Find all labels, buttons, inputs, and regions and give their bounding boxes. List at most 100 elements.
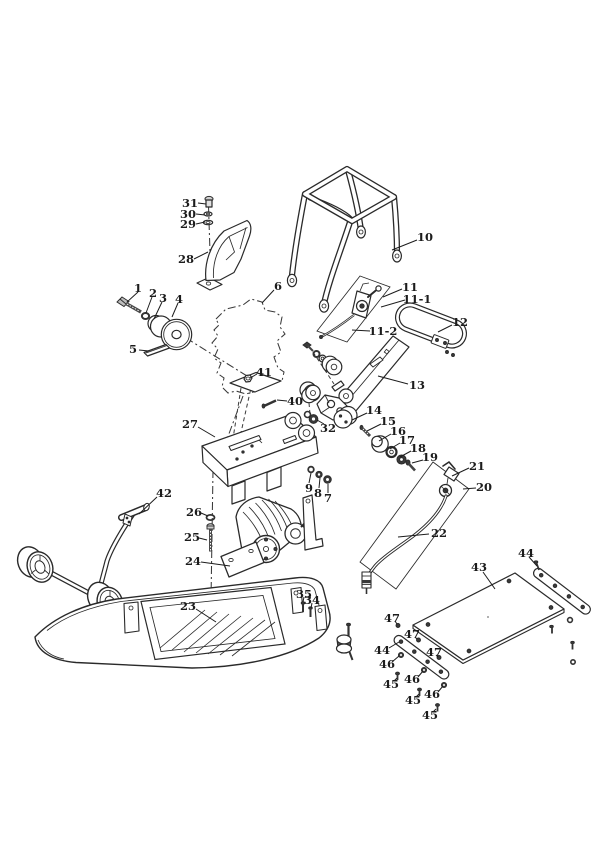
part-number-47: 47 xyxy=(404,627,420,641)
cotter-pin-40 xyxy=(261,399,277,409)
bolt-34 xyxy=(308,606,313,617)
callout-leader-3 xyxy=(153,301,163,320)
shaft-key-5 xyxy=(143,343,171,357)
part-number-40: 40 xyxy=(287,394,303,408)
bushing-16 xyxy=(371,435,389,453)
part-number-23: 23 xyxy=(180,599,196,613)
callout-leader-47 xyxy=(394,620,398,625)
callout-leader-9 xyxy=(308,472,312,484)
throttle-cable-22 xyxy=(361,494,448,594)
part-number-7: 7 xyxy=(324,491,332,505)
part-number-21: 21 xyxy=(469,459,485,473)
part-number-6: 6 xyxy=(274,279,282,293)
part-number-11: 11 xyxy=(402,280,418,294)
part-number-41: 41 xyxy=(256,365,272,379)
part-number-18: 18 xyxy=(410,441,426,455)
part-number-46: 46 xyxy=(424,687,440,701)
throttle-assembly-11 xyxy=(316,275,391,343)
callout-leader-45 xyxy=(432,708,437,713)
callout-leader-28 xyxy=(193,251,209,260)
callout-leader-29 xyxy=(195,221,206,225)
handle-frame-10 xyxy=(286,165,403,313)
washer-8 xyxy=(315,470,323,479)
callout-leader-46 xyxy=(391,655,400,663)
washer-2 xyxy=(140,312,151,320)
part-number-30: 30 xyxy=(180,207,196,221)
callout-leader-14 xyxy=(351,412,368,421)
part-number-11-1: 11-1 xyxy=(403,292,432,306)
callout-leader-2 xyxy=(145,296,153,314)
callout-leader-42 xyxy=(138,496,158,515)
loop-handle-12 xyxy=(394,302,468,357)
part-number-28: 28 xyxy=(178,252,194,266)
callout-leader-17 xyxy=(389,442,401,450)
engine-mount-plate-27 xyxy=(201,384,321,505)
callout-leader-32 xyxy=(316,419,325,425)
callout-leader-25 xyxy=(198,537,208,541)
part-number-12: 12 xyxy=(452,315,468,329)
part-number-26: 26 xyxy=(186,505,202,519)
part-number-22: 22 xyxy=(431,526,447,540)
callout-leader-19 xyxy=(411,459,424,464)
callout-leader-16 xyxy=(378,433,392,442)
part-number-45: 45 xyxy=(422,708,438,722)
callout-leader-34 xyxy=(310,602,313,609)
vibrator-exciter-24 xyxy=(220,494,324,578)
part-number-44: 44 xyxy=(518,546,534,560)
part-number-8: 8 xyxy=(314,486,322,500)
callout-leader-30 xyxy=(195,213,206,216)
washer-17 xyxy=(385,445,398,459)
part-number-16: 16 xyxy=(390,424,406,438)
callout-leader-23 xyxy=(195,608,217,623)
callout-leader-8 xyxy=(318,477,321,489)
bolt-45-b xyxy=(417,687,422,696)
callout-leader-24 xyxy=(200,561,231,567)
base-plate-23 xyxy=(34,576,354,669)
part-number-24: 24 xyxy=(185,554,201,568)
part-number-46: 46 xyxy=(379,657,395,671)
part-number-43: 43 xyxy=(471,560,487,574)
callout-leader-10 xyxy=(391,239,418,251)
part-number-10: 10 xyxy=(417,230,433,244)
nut-7 xyxy=(323,475,332,484)
part-number-25: 25 xyxy=(184,530,200,544)
part-number-1: 1 xyxy=(134,281,142,295)
nut-41 xyxy=(243,374,253,383)
belt-guard-bracket-28 xyxy=(196,219,252,291)
part-number-47: 47 xyxy=(426,645,442,659)
callout-leader-15 xyxy=(366,423,382,432)
callout-leader-11 xyxy=(382,288,403,298)
part-number-45: 45 xyxy=(405,693,421,707)
part-number-20: 20 xyxy=(476,480,492,494)
callout-leader-20 xyxy=(462,487,477,490)
callout-leader-18 xyxy=(399,450,412,458)
part-number-27: 27 xyxy=(182,417,198,431)
part-number-19: 19 xyxy=(422,450,438,464)
clamp-strip-44-right xyxy=(532,567,591,615)
washer-26 xyxy=(205,514,216,522)
callout-leader-26 xyxy=(200,512,209,517)
callout-leader-11-2 xyxy=(351,329,371,332)
part-number-9: 9 xyxy=(305,481,313,495)
callout-leader-27 xyxy=(197,426,216,438)
part-number-11-2: 11-2 xyxy=(369,324,398,338)
part-number-13: 13 xyxy=(409,378,425,392)
callout-leader-45 xyxy=(393,677,398,682)
callout-leader-47 xyxy=(414,636,418,640)
part-number-5: 5 xyxy=(129,342,137,356)
part-number-44: 44 xyxy=(374,643,390,657)
shock-mount xyxy=(335,622,354,661)
callout-leader-21 xyxy=(451,467,470,477)
part-number-47: 47 xyxy=(384,611,400,625)
part-number-45: 45 xyxy=(383,677,399,691)
callout-leader-45 xyxy=(415,693,420,698)
plate-surface-marks xyxy=(235,439,263,461)
frame-feet xyxy=(286,225,403,313)
bolt-washer-stack-31-30-29 xyxy=(202,195,214,226)
part-number-29: 29 xyxy=(180,217,196,231)
left-wheel xyxy=(16,546,54,583)
callout-leader-11-1 xyxy=(380,299,406,308)
nut-18 xyxy=(396,454,407,465)
paving-pad-43 xyxy=(412,572,565,665)
